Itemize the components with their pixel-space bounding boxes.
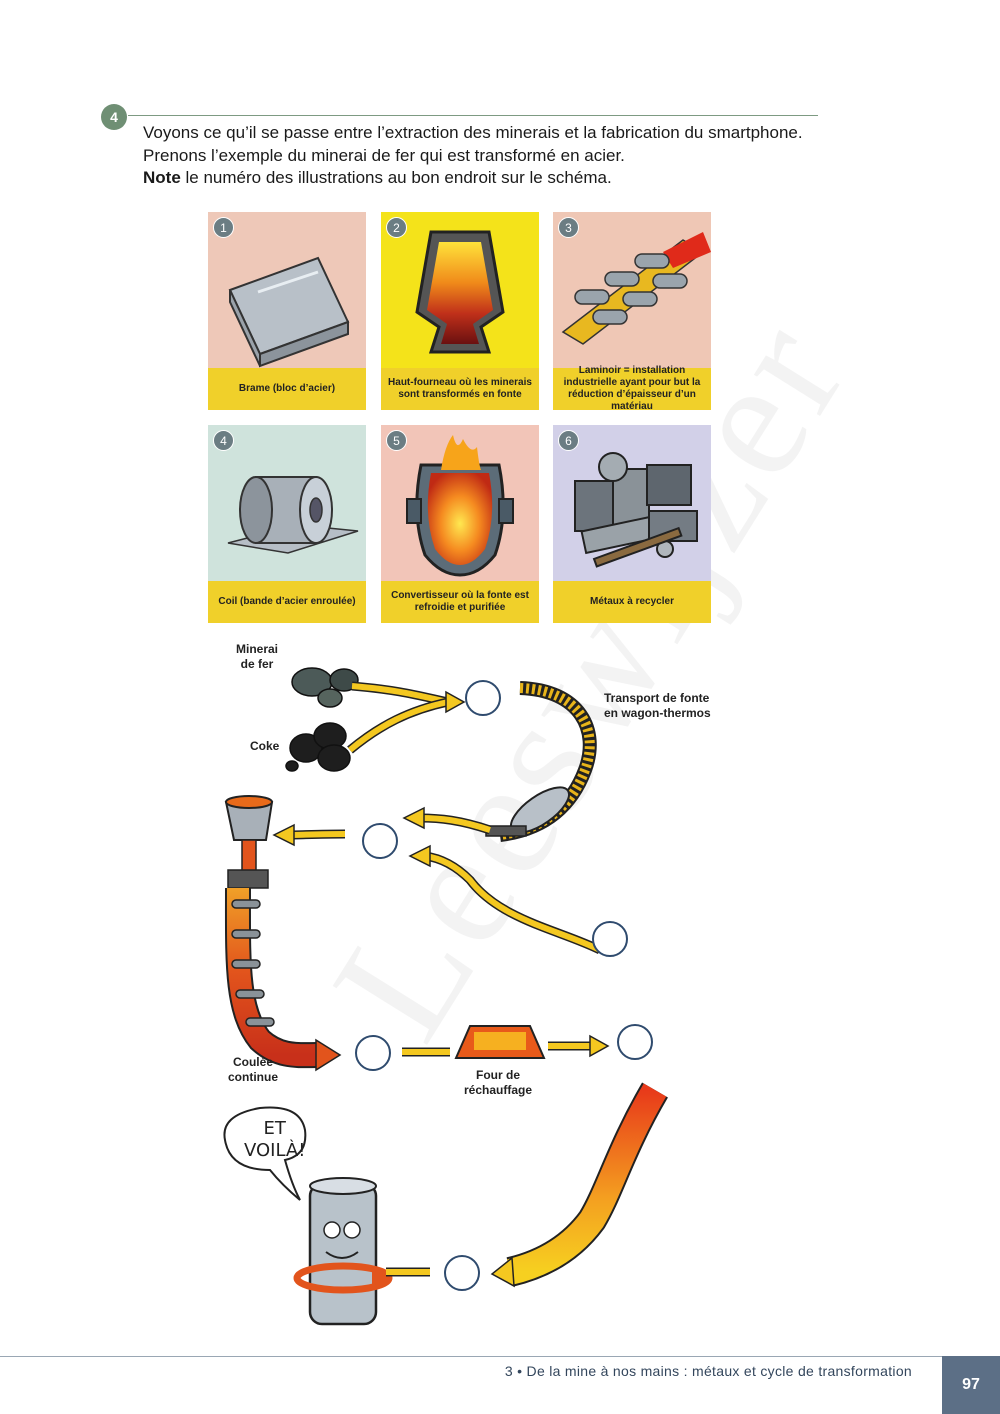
label-coke: Coke [250,739,280,753]
ladle-icon [224,795,274,841]
label-minerai: Minerai de fer [236,642,279,671]
torpedo-wagon-icon [485,786,570,837]
instruction-line-1: Voyons ce qu’il se passe entre l’extract… [143,123,803,142]
card-number: 5 [386,430,407,451]
card-metaux: 6 Métaux à recycler [553,425,711,623]
card-laminoir: 3 Laminoir = installation industrielle a… [553,212,711,410]
card-convertisseur: 5 Convertisseur où la fonte est refroidi… [381,425,539,623]
iron-ore-icon [291,667,359,708]
card-label: Brame (bloc d’acier) [208,368,366,410]
card-label: Convertisseur où la fonte est refroidie … [381,581,539,623]
answer-circle-6[interactable] [444,1255,480,1291]
reheating-furnace-icon [454,1025,546,1059]
answer-circle-1[interactable] [465,680,501,716]
card-label: Laminoir = installation industrielle aya… [553,365,711,410]
answer-circle-2[interactable] [362,823,398,859]
card-number: 3 [558,217,579,238]
card-number: 1 [213,217,234,238]
card-label: Coil (bande d’acier enroulée) [208,581,366,623]
card-coil: 4 Coil (bande d’acier enroulée) [208,425,366,623]
answer-circle-5[interactable] [617,1024,653,1060]
can-character-icon [223,1106,393,1326]
exercise-number-badge: 4 [101,104,127,130]
exercise-divider [128,115,818,116]
instruction-line-2: Prenons l’exemple du minerai de fer qui … [143,145,625,165]
label-coulee: Coulée continue [228,1055,278,1084]
instruction-note-rest: le numéro des illustrations au bon endro… [180,168,612,187]
card-number: 6 [558,430,579,451]
card-label: Métaux à recycler [553,581,711,623]
answer-circle-4[interactable] [355,1035,391,1071]
answer-circle-3[interactable] [592,921,628,957]
card-number: 2 [386,217,407,238]
label-four: Four de réchauffage [464,1068,533,1097]
page-number: 97 [942,1356,1000,1414]
speech-bubble-text: ET VOILÀ! [244,1118,306,1161]
card-label: Haut-fourneau où les minerais sont trans… [381,368,539,410]
label-transport: Transport de fonte en wagon-thermos [604,691,711,720]
exercise-instructions: Voyons ce qu’il se passe entre l’extract… [143,122,803,190]
footer-chapter: 3 • De la mine à nos mains : métaux et c… [504,1363,912,1379]
instruction-note-bold: Note [143,168,181,187]
footer-divider [0,1356,1000,1357]
coke-icon [285,722,351,772]
process-diagram [223,667,668,1326]
card-number: 4 [213,430,234,451]
instruction-line-3: Note le numéro des illustrations au bon … [143,167,803,190]
card-brame: 1 Brame (bloc d’acier) [208,212,366,410]
card-haut-fourneau: 2 Haut-fourneau où les minerais sont tra… [381,212,539,410]
